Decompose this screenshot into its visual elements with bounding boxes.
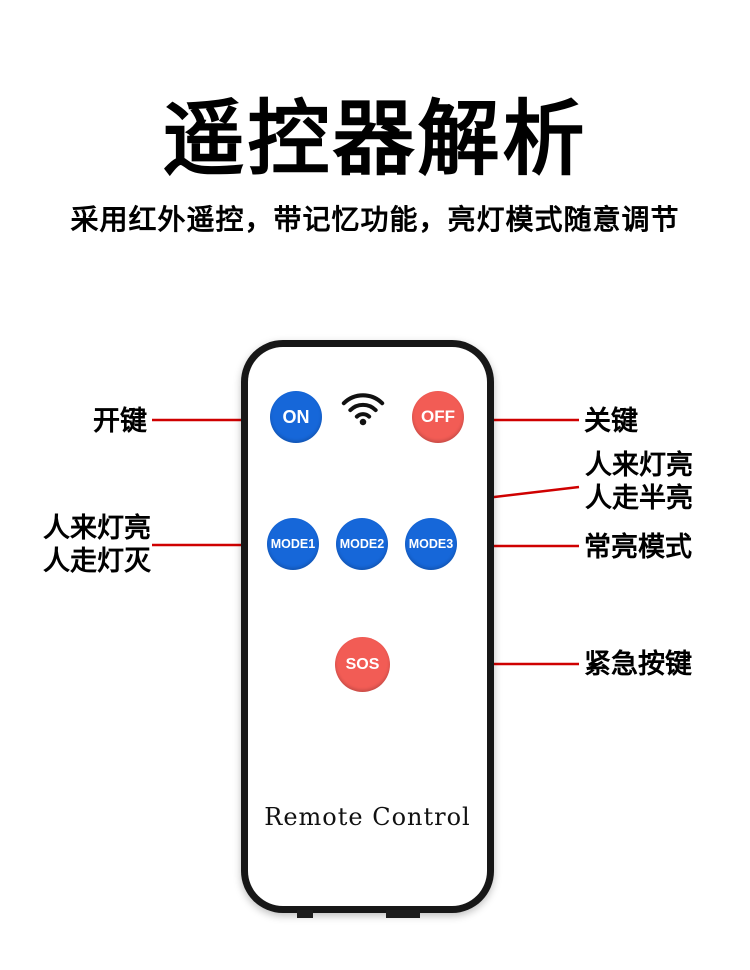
mode3-button-label: MODE3 [408, 537, 454, 551]
wifi-icon [341, 393, 385, 426]
annotation-mode3-label: 常亮模式 [584, 532, 692, 562]
off-button[interactable]: OFF [412, 391, 464, 443]
mode1-button-label: MODE1 [270, 537, 316, 551]
annotation-mode2-label: 人来灯亮 人走半亮 [585, 449, 693, 515]
remote-brand-label: Remote Control [264, 803, 471, 831]
annotation-mode1-label: 人来灯亮 人走灯灭 [43, 512, 151, 578]
mode2-button-label: MODE2 [339, 537, 385, 551]
on-button-label: ON [282, 406, 310, 427]
remote-bottom-notch-left [297, 910, 313, 918]
remote-bottom-notch-right [386, 910, 420, 918]
annotation-on-label: 开键 [93, 406, 147, 436]
sos-button-label: SOS [345, 655, 380, 673]
mode2-button[interactable]: MODE2 [336, 518, 388, 570]
page-title: 遥控器解析 [162, 94, 588, 185]
annotation-mode1-line1: 人来灯亮 [43, 513, 151, 543]
annotation-off-label: 关键 [584, 406, 638, 436]
annotation-sos-label: 紧急按键 [584, 649, 692, 679]
on-button[interactable]: ON [270, 391, 322, 443]
sos-button[interactable]: SOS [335, 637, 390, 692]
annotation-mode2-line1: 人来灯亮 [585, 450, 693, 480]
annotation-mode2-line2: 人走半亮 [585, 483, 693, 513]
off-button-label: OFF [421, 407, 455, 426]
annotation-mode1-line2: 人走灯灭 [43, 546, 151, 576]
mode3-button[interactable]: MODE3 [405, 518, 457, 570]
mode1-button[interactable]: MODE1 [267, 518, 319, 570]
page-subtitle: 采用红外遥控，带记忆功能，亮灯模式随意调节 [70, 204, 680, 235]
